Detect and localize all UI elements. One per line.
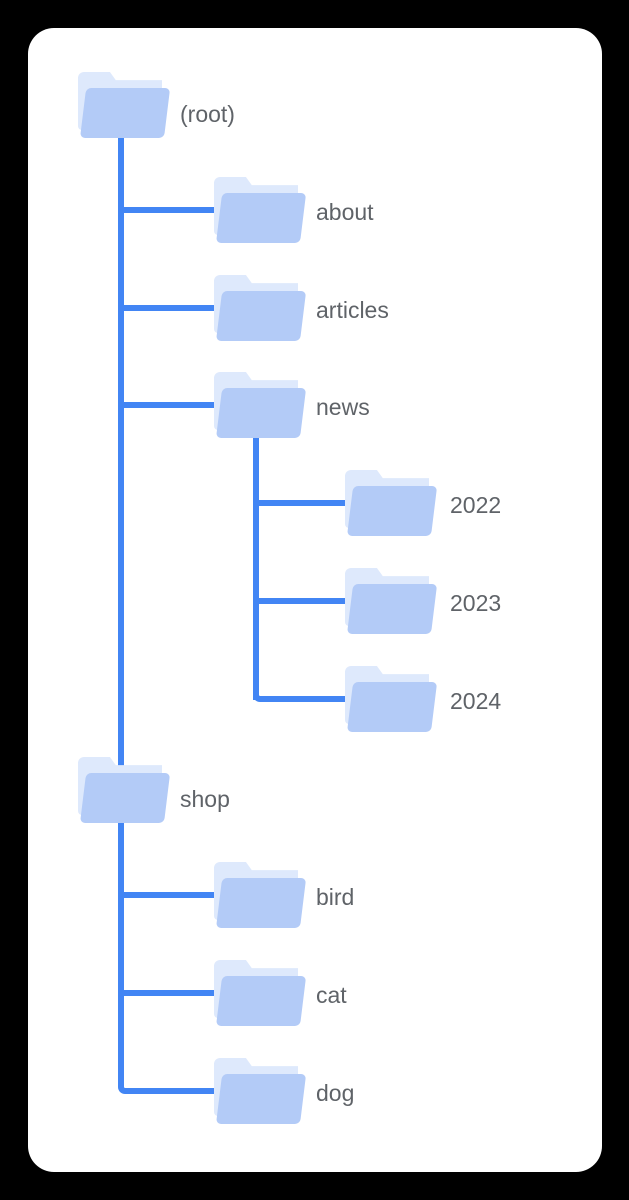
connector-cat: [118, 990, 220, 996]
node-label-news: news: [316, 394, 370, 420]
connector-dog: [118, 1022, 226, 1094]
node-label-2024: 2024: [450, 688, 502, 714]
node-label-about: about: [316, 199, 374, 225]
connector-about: [118, 207, 220, 213]
node-label-articles: articles: [316, 297, 389, 323]
folder-front: [347, 486, 438, 536]
connector-articles: [118, 305, 220, 311]
node-label-root: (root): [180, 101, 235, 127]
node-label-dog: dog: [316, 1080, 355, 1106]
folder-icon-2022[interactable]: [345, 470, 438, 536]
node-label-shop: shop: [180, 786, 230, 812]
folder-front: [80, 773, 171, 823]
folder-front: [216, 388, 307, 438]
folder-front: [216, 976, 307, 1026]
connector-news: [118, 402, 220, 408]
connector-2022: [253, 500, 358, 506]
folder-icon-root[interactable]: [78, 72, 171, 138]
folder-icon-about[interactable]: [214, 177, 307, 243]
node-label-cat: cat: [316, 982, 347, 1008]
folder-front: [216, 1074, 307, 1124]
node-label-bird: bird: [316, 884, 355, 910]
folder-icon-shop[interactable]: [78, 757, 171, 823]
connector-bird: [118, 892, 220, 898]
folder-icon-news[interactable]: [214, 372, 307, 438]
connector-2024: [253, 630, 364, 702]
folder-icon-2024[interactable]: [345, 666, 438, 732]
node-label-2023: 2023: [450, 590, 502, 616]
folder-front: [347, 584, 438, 634]
folder-front: [347, 682, 438, 732]
node-label-2022: 2022: [450, 492, 502, 518]
folder-front: [216, 193, 307, 243]
folder-icon-articles[interactable]: [214, 275, 307, 341]
folder-icon-cat[interactable]: [214, 960, 307, 1026]
folder-front: [80, 88, 171, 138]
folder-icon-2023[interactable]: [345, 568, 438, 634]
folder-front: [216, 291, 307, 341]
trunk-news: [253, 425, 259, 700]
folder-front: [216, 878, 307, 928]
folder-icon-bird[interactable]: [214, 862, 307, 928]
folder-icon-dog[interactable]: [214, 1058, 307, 1124]
connector-2023: [253, 598, 358, 604]
trunk-root: [118, 130, 124, 1081]
